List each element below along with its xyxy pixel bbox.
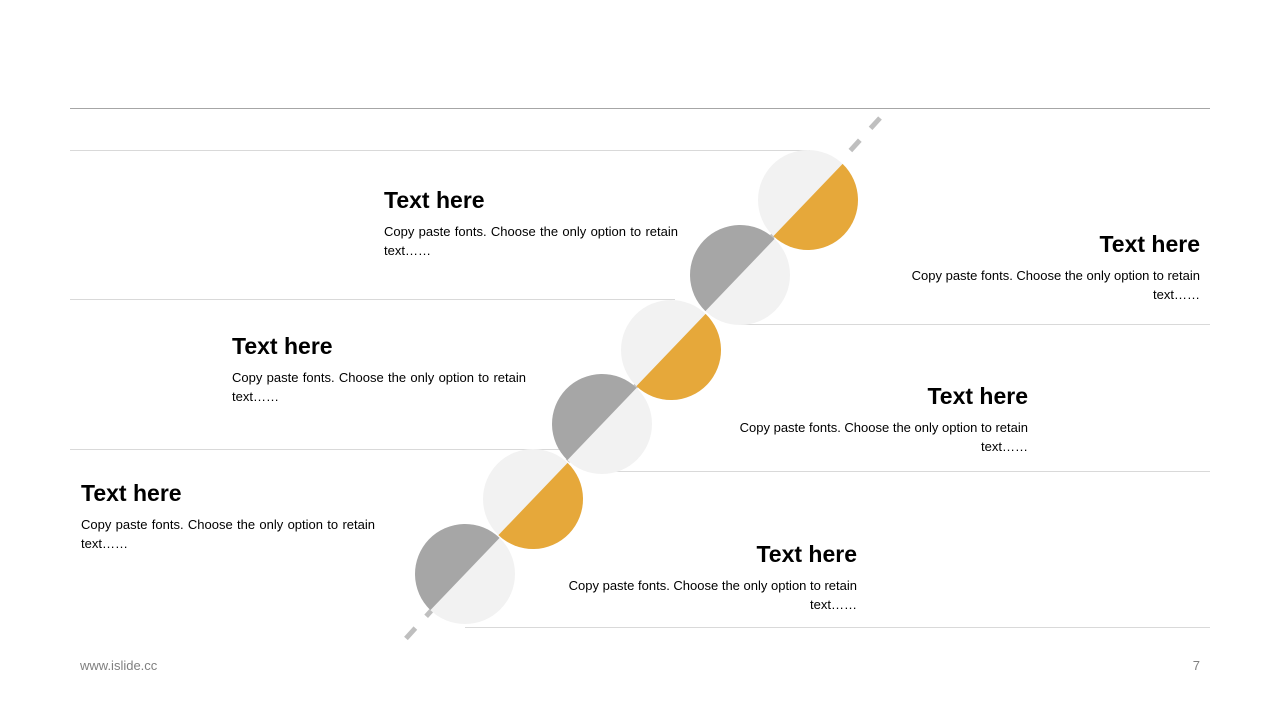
divider-line — [70, 299, 675, 300]
divider-line — [70, 150, 810, 151]
text-block-5: Text here Copy paste fonts. Choose the o… — [81, 479, 375, 553]
divider-line — [70, 449, 570, 450]
block-body: Copy paste fonts. Choose the only option… — [739, 420, 1028, 454]
block-body: Copy paste fonts. Choose the only option… — [911, 268, 1200, 302]
block-title: Text here — [384, 187, 485, 213]
block-title: Text here — [232, 333, 333, 359]
circle-step-2 — [690, 225, 790, 325]
block-body: Copy paste fonts. Choose the only option… — [568, 578, 857, 612]
block-body: Copy paste fonts. Choose the only option… — [81, 517, 375, 551]
text-block-2: Text here Copy paste fonts. Choose the o… — [900, 230, 1200, 304]
text-block-4: Text here Copy paste fonts. Choose the o… — [728, 382, 1028, 456]
block-body: Copy paste fonts. Choose the only option… — [384, 224, 678, 258]
circle-step-6 — [415, 524, 515, 624]
block-title: Text here — [756, 541, 857, 567]
page-number: 7 — [1192, 658, 1200, 673]
circle-step-4 — [552, 374, 652, 474]
block-title: Text here — [1099, 231, 1200, 257]
block-title: Text here — [81, 480, 182, 506]
text-block-1: Text here Copy paste fonts. Choose the o… — [384, 186, 678, 260]
top-rule — [70, 108, 1210, 109]
circle-step-5 — [483, 449, 584, 550]
footer-website: www.islide.cc — [80, 658, 158, 673]
block-title: Text here — [927, 383, 1028, 409]
divider-line — [465, 627, 1210, 628]
divider-line — [600, 471, 1210, 472]
block-body: Copy paste fonts. Choose the only option… — [232, 370, 526, 404]
text-block-3: Text here Copy paste fonts. Choose the o… — [232, 332, 526, 406]
circle-step-1 — [758, 150, 858, 250]
divider-line — [740, 324, 1210, 325]
circle-step-3 — [621, 300, 722, 401]
text-block-6: Text here Copy paste fonts. Choose the o… — [557, 540, 857, 614]
